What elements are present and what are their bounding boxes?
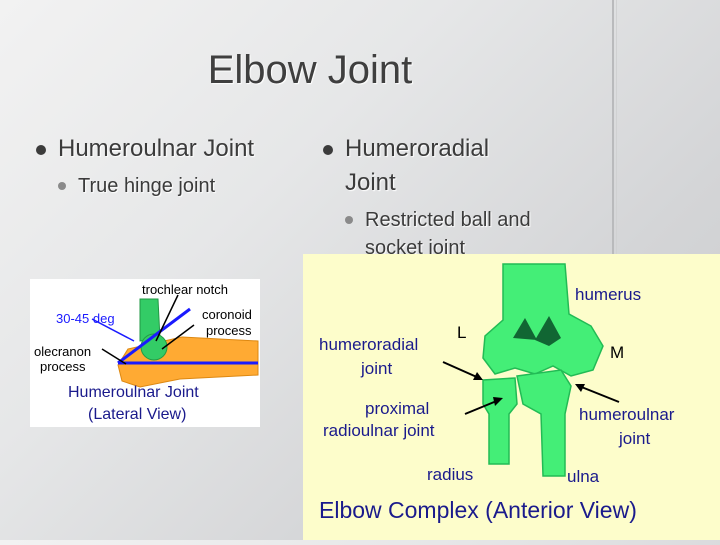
subbullet-dot-icon — [58, 182, 66, 190]
label-M: M — [610, 343, 624, 362]
label-humeroradial-line1: humeroradial — [319, 335, 418, 354]
label-olecranon-line1: olecranon — [34, 344, 91, 359]
label-coronoid-line1: coronoid — [202, 307, 252, 322]
caption-anterior: Elbow Complex (Anterior View) — [319, 497, 637, 523]
subbullet-restricted-line2: socket joint — [365, 237, 466, 259]
lateral-diagram-svg: trochlear notch 30-45 deg coronoid proce… — [34, 282, 259, 423]
humeroradial-arrowhead-icon — [473, 372, 483, 380]
label-humeroulnar-line1: humeroulnar — [579, 405, 675, 424]
label-proximal-line1: proximal — [365, 399, 429, 418]
right-column: Humeroradial Joint Restricted ball and s… — [321, 132, 531, 262]
angle-axis-line — [117, 307, 191, 365]
label-olecranon-line2: process — [40, 359, 86, 374]
label-L: L — [457, 323, 466, 342]
radius-bone-shape — [482, 377, 518, 465]
label-ulna: ulna — [567, 467, 600, 486]
humeroradial-arrow — [442, 361, 480, 379]
coronoid-pointer — [161, 324, 195, 350]
label-humerus: humerus — [575, 285, 641, 304]
label-trochlear-notch: trochlear notch — [142, 282, 228, 297]
angle-pointer — [91, 318, 135, 342]
bullet-humeroradial: Humeroradial Joint — [321, 132, 531, 200]
bullet-humeroulnar-text: Humeroulnar Joint — [58, 135, 255, 162]
proximal-arrow — [464, 399, 500, 415]
subbullet-true-hinge-text: True hinge joint — [78, 175, 216, 197]
caption-lateral-line1: Humeroulnar Joint — [68, 384, 199, 401]
slide-title: Elbow Joint — [207, 48, 413, 92]
subbullet-restricted: Restricted ball and socket joint — [343, 206, 531, 262]
label-proximal-line2: radioulnar joint — [323, 421, 435, 440]
bullet-humeroradial-line1: Humeroradial — [345, 135, 490, 162]
trochlea-shape — [140, 333, 168, 361]
bullet-humeroulnar: Humeroulnar Joint — [34, 132, 254, 166]
humeroulnar-arrowhead-icon — [575, 384, 585, 392]
label-radius: radius — [427, 465, 473, 484]
label-coronoid-line2: process — [206, 323, 252, 338]
bullet-dot-icon — [323, 145, 333, 155]
olecranon-pointer — [101, 348, 127, 365]
caption-lateral-line2: (Lateral View) — [88, 406, 186, 423]
fossa-left-shape — [513, 318, 537, 340]
trochlear-notch-pointer — [155, 294, 179, 342]
humeroulnar-arrow — [578, 385, 620, 403]
fossa-right-shape — [535, 316, 561, 346]
anterior-diagram-svg: humerus L M humeroradial joint humerouln… — [319, 263, 675, 523]
subbullet-restricted-line1: Restricted ball and — [365, 209, 531, 231]
bullet-humeroradial-line2: Joint — [345, 169, 396, 196]
left-column: Humeroulnar Joint True hinge joint — [34, 132, 254, 200]
proximal-arrowhead-icon — [493, 397, 503, 406]
elbow-complex-anterior-figure: humerus L M humeroradial joint humerouln… — [303, 254, 720, 540]
label-angle: 30-45 deg — [56, 311, 115, 326]
humeroulnar-lateral-figure: trochlear notch 30-45 deg coronoid proce… — [30, 279, 260, 427]
ulna-bone-shape — [516, 369, 572, 477]
humerus-bone-shape — [482, 263, 604, 377]
bullet-dot-icon — [36, 145, 46, 155]
label-humeroulnar-line2: joint — [618, 429, 650, 448]
label-humeroradial-line2: joint — [360, 359, 392, 378]
subbullet-dot-icon — [345, 216, 353, 224]
subbullet-true-hinge: True hinge joint — [56, 172, 254, 200]
